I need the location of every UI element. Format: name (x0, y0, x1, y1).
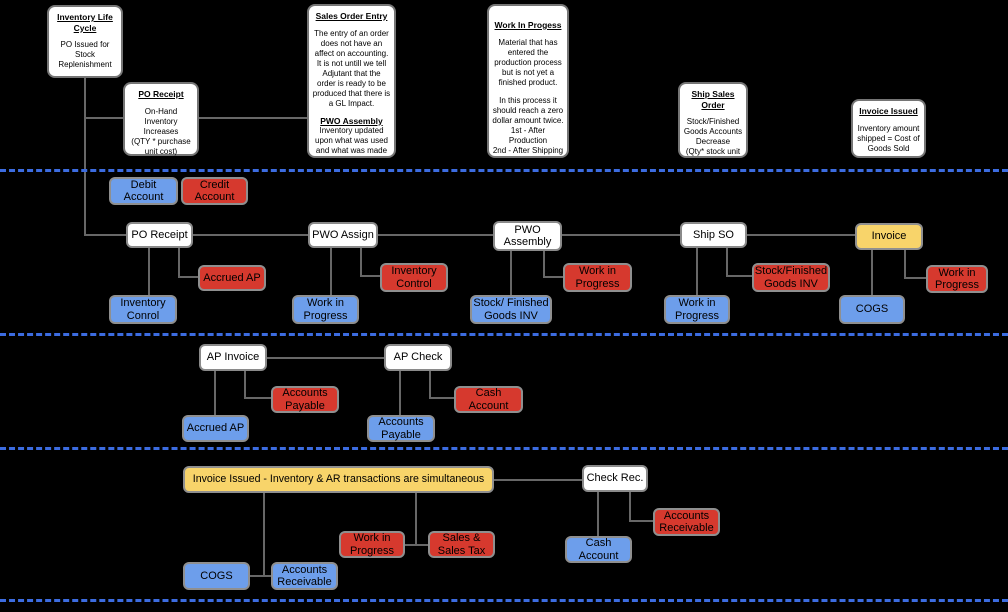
box-inventory-control-credit[interactable]: Inventory Control (380, 263, 448, 292)
note-title: Invoice Issued (859, 106, 918, 116)
note-title: Sales Order Entry (315, 11, 388, 21)
connector (696, 248, 698, 295)
connector (510, 251, 512, 295)
note-body: In this process it should reach a zero d… (492, 95, 564, 155)
node-pwo-assign[interactable]: PWO Assign (308, 222, 378, 248)
box-stock-finished-goods-inv-debit[interactable]: Stock/ Finished Goods INV (470, 295, 552, 324)
box-accrued-ap-debit[interactable]: Accrued AP (182, 415, 249, 442)
connector (378, 234, 493, 236)
connector (543, 251, 545, 278)
node-check-rec[interactable]: Check Rec. (582, 465, 648, 492)
connector (214, 371, 216, 415)
box-work-in-progress-debit[interactable]: Work in Progress (292, 295, 359, 324)
note-body: Material that has entered the production… (494, 37, 562, 87)
connector (250, 575, 271, 577)
node-ap-check[interactable]: AP Check (384, 344, 452, 371)
connector (84, 117, 126, 119)
connector (904, 277, 926, 279)
connector (84, 234, 126, 236)
section-divider (0, 169, 1008, 172)
connector (199, 117, 307, 119)
note-sales-order-entry[interactable]: Sales Order Entry The entry of an order … (307, 4, 396, 158)
note-ship-sales-order[interactable]: Ship Sales Order Stock/Finished Goods Ac… (678, 82, 748, 166)
box-accounts-receivable-credit[interactable]: Accounts Receivable (653, 508, 720, 536)
node-ship-so[interactable]: Ship SO (680, 222, 747, 248)
connector (244, 371, 246, 399)
connector (543, 276, 563, 278)
box-cash-account-debit[interactable]: Cash Account (565, 536, 632, 563)
connector (263, 493, 265, 577)
node-pwo-assembly[interactable]: PWO Assembly (493, 221, 562, 251)
box-work-in-progress-credit-2[interactable]: Work in Progress (926, 265, 988, 293)
node-ap-invoice[interactable]: AP Invoice (199, 344, 267, 371)
connector (429, 397, 454, 399)
note-title: PO Receipt (138, 89, 184, 99)
connector (267, 357, 384, 359)
box-inventory-conrol-debit[interactable]: Inventory Conrol (109, 295, 177, 324)
node-invoice-issued-bar[interactable]: Invoice Issued - Inventory & AR transact… (183, 466, 494, 493)
connector (178, 248, 180, 278)
connector (871, 250, 873, 295)
legend-debit-account[interactable]: Debit Account (109, 177, 178, 205)
connector (405, 544, 428, 546)
connector (597, 492, 599, 536)
legend-credit-account[interactable]: Credit Account (181, 177, 248, 205)
connector (84, 78, 86, 235)
note-body: PO Issued for Stock Replenishment (58, 40, 112, 70)
note-subtitle: PWO Assembly (320, 115, 383, 126)
note-title: Ship Sales Order (691, 89, 735, 110)
note-inventory-life-cycle[interactable]: Inventory Life Cycle PO Issued for Stock… (47, 5, 123, 78)
connector (562, 234, 680, 236)
box-work-in-progress-debit-2[interactable]: Work in Progress (664, 295, 730, 324)
connector (415, 493, 417, 546)
connector (429, 371, 431, 399)
connector (747, 234, 855, 236)
box-cogs-debit[interactable]: COGS (839, 295, 905, 324)
connector (360, 275, 380, 277)
connector (629, 520, 653, 522)
connector (330, 248, 332, 295)
box-cogs-debit-2[interactable]: COGS (183, 562, 250, 590)
box-work-in-progress-credit[interactable]: Work in Progress (563, 263, 632, 292)
note-work-in-progress[interactable]: Work In Progess Material that has entere… (487, 4, 569, 158)
note-body: The entry of an order does not have an a… (312, 28, 391, 108)
note-invoice-issued[interactable]: Invoice Issued Inventory amount shipped … (851, 99, 926, 158)
node-invoice[interactable]: Invoice (855, 223, 923, 250)
note-title: Work In Progess (494, 20, 562, 30)
connector (629, 492, 631, 522)
note-body: Inventory amount shipped = Cost of Goods… (857, 123, 920, 153)
section-divider (0, 447, 1008, 450)
section-divider (0, 599, 1008, 602)
box-accounts-payable-credit[interactable]: Accounts Payable (271, 386, 339, 413)
connector (494, 479, 582, 481)
connector (726, 275, 752, 277)
box-stock-finished-goods-inv-credit[interactable]: Stock/Finished Goods INV (752, 263, 830, 292)
connector (360, 248, 362, 277)
connector (904, 250, 906, 279)
connector (148, 248, 150, 295)
connector (193, 234, 308, 236)
node-po-receipt[interactable]: PO Receipt (126, 222, 193, 248)
box-accrued-ap-credit[interactable]: Accrued AP (198, 265, 266, 291)
section-divider (0, 333, 1008, 336)
box-cash-account-credit[interactable]: Cash Account (454, 386, 523, 413)
note-body: Stock/Finished Goods Accounts Decrease (… (683, 117, 743, 167)
box-sales-sales-tax-credit[interactable]: Sales & Sales Tax (428, 531, 495, 558)
note-body: Inventory updated upon what was used and… (315, 126, 388, 156)
connector (178, 276, 198, 278)
connector (726, 248, 728, 277)
box-accounts-receivable-debit[interactable]: Accounts Receivable (271, 562, 338, 590)
connector (244, 397, 271, 399)
box-accounts-payable-debit[interactable]: Accounts Payable (367, 415, 435, 442)
note-po-receipt[interactable]: PO Receipt On-Hand Inventory Increases (… (123, 82, 199, 156)
connector (399, 371, 401, 415)
note-title: Inventory Life Cycle (57, 12, 113, 33)
note-body: On-Hand Inventory Increases (QTY * purch… (131, 106, 191, 156)
box-work-in-progress-credit-3[interactable]: Work in Progress (339, 531, 405, 558)
